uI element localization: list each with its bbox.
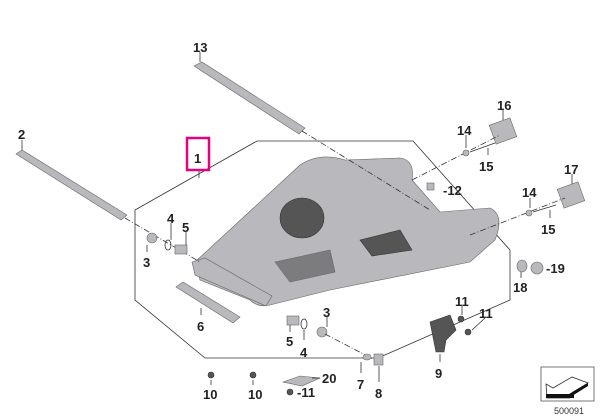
callout-3b[interactable]: 3 — [323, 305, 330, 320]
callout-11c[interactable]: -11 — [297, 385, 315, 400]
axle-part-13[interactable] — [193, 61, 431, 211]
callout-11b[interactable]: 11 — [479, 306, 493, 321]
pad-part-17[interactable] — [556, 181, 586, 209]
bolt-part-15b[interactable] — [532, 204, 557, 213]
screw-part-10a[interactable] — [207, 371, 215, 379]
callout-4a[interactable]: 4 — [167, 211, 175, 226]
nut-part-11a[interactable] — [457, 315, 465, 323]
callout-12-text: 12 — [447, 183, 461, 198]
callout-4b[interactable]: 4 — [300, 345, 308, 360]
bushing-part-3a[interactable] — [146, 232, 158, 244]
arrow-box-icon[interactable] — [540, 366, 595, 402]
washer-part-18[interactable] — [516, 259, 528, 273]
reference-number: 500091 — [554, 406, 584, 416]
callout-5b[interactable]: 5 — [286, 334, 293, 349]
nut-part-11c[interactable] — [286, 388, 294, 396]
callout-8[interactable]: 8 — [375, 386, 382, 401]
cap-part-19[interactable] — [530, 261, 544, 275]
pad-part-16[interactable] — [488, 117, 518, 145]
bolt-part-15a[interactable] — [469, 142, 496, 153]
oring-part-4b[interactable] — [300, 318, 308, 330]
callout-12[interactable]: -12 — [443, 183, 462, 198]
callout-14b[interactable]: 14 — [522, 185, 537, 200]
callout-10b[interactable]: 10 — [248, 387, 262, 402]
callout-11c-text: 11 — [301, 385, 315, 400]
callout-18[interactable]: 18 — [513, 280, 527, 295]
sleeve-part-6[interactable] — [175, 281, 241, 324]
axle-part-2[interactable] — [15, 149, 201, 263]
washer-part-7[interactable] — [362, 353, 372, 361]
bracket-part-9[interactable] — [429, 314, 457, 353]
callout-11a[interactable]: 11 — [455, 294, 469, 309]
callout-9[interactable]: 9 — [435, 366, 442, 381]
callout-20[interactable]: 20 — [322, 371, 336, 386]
callout-19-text: 19 — [550, 261, 564, 276]
callout-3a[interactable]: 3 — [143, 255, 150, 270]
nut-part-14b[interactable] — [525, 209, 533, 217]
oring-part-4a[interactable] — [164, 239, 172, 251]
callout-15b[interactable]: 15 — [541, 222, 555, 237]
nut-part-11b[interactable] — [464, 328, 472, 336]
callout-17[interactable]: 17 — [564, 162, 578, 177]
callout-19[interactable]: -19 — [546, 261, 565, 276]
bearing-part-5a[interactable] — [174, 244, 188, 255]
callout-7[interactable]: 7 — [357, 377, 364, 392]
callout-15a[interactable]: 15 — [479, 159, 493, 174]
callout-13[interactable]: 13 — [193, 40, 207, 55]
callout-14a[interactable]: 14 — [457, 123, 472, 138]
callout-16[interactable]: 16 — [497, 98, 511, 113]
swingarm-part-1[interactable] — [191, 156, 500, 307]
screw-part-12[interactable] — [426, 182, 435, 191]
callout-6[interactable]: 6 — [197, 319, 204, 334]
highlight-box-part-1 — [185, 136, 211, 172]
bearing-part-5b[interactable] — [286, 315, 300, 326]
bushing-part-3b[interactable] — [316, 326, 328, 338]
nut-part-14a[interactable] — [462, 149, 470, 157]
callout-2[interactable]: 2 — [18, 127, 25, 142]
callout-10a[interactable]: 10 — [203, 387, 217, 402]
screw-part-10b[interactable] — [249, 371, 257, 379]
leader-lines — [21, 52, 573, 385]
callout-1[interactable]: 1 — [194, 151, 201, 166]
cap-part-8[interactable] — [373, 353, 384, 366]
callout-5a[interactable]: 5 — [182, 220, 189, 235]
